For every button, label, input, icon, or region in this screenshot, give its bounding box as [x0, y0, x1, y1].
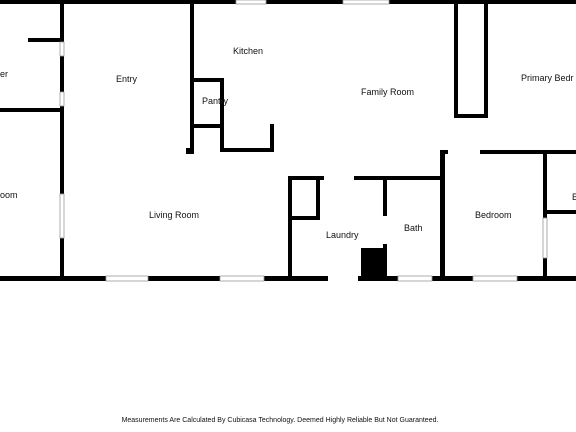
kitchen-label: Kitchen: [233, 46, 263, 56]
entry-left-window-2: [59, 91, 65, 107]
pantry-label: Pantry: [202, 96, 229, 106]
left-room-divider-wall: [0, 108, 62, 112]
water-heater-block: [361, 248, 387, 278]
primary-left-wall: [454, 0, 458, 118]
top-window-2: [342, 0, 390, 5]
entry-label: Entry: [116, 74, 138, 84]
disclaimer-text: Measurements Are Calculated By Cubicasa …: [122, 417, 439, 424]
hall-top-wall: [480, 150, 576, 154]
primary-right-wall: [484, 0, 488, 118]
primary-bottom-wall: [454, 114, 488, 118]
laundry-closet-wall: [288, 216, 318, 220]
laundry-top-wall-right: [354, 176, 444, 180]
right-partial-label: B: [572, 192, 576, 202]
bath-label: Bath: [404, 223, 423, 233]
entry-left-wall: [60, 0, 64, 281]
bedroom-right-wall: [543, 150, 547, 281]
laundry-left-wall: [288, 176, 292, 281]
bedroom-label: Bedroom: [475, 210, 512, 220]
laundry-label: Laundry: [326, 230, 359, 240]
kitchen-island-base: [220, 148, 274, 152]
left-closet-wall: [28, 38, 62, 42]
bath-door-opening: [383, 216, 387, 244]
kitchen-stub-wall: [186, 148, 194, 154]
entry-left-window-1: [59, 41, 65, 57]
kitchen-left-wall: [190, 0, 194, 152]
pantry-bottom-wall: [190, 124, 224, 128]
living-room-label: Living Room: [149, 210, 199, 220]
family-room-label: Family Room: [361, 87, 414, 97]
bottom-window-3: [397, 275, 433, 282]
right-closet-window: [542, 217, 548, 259]
right-closet-wall: [543, 210, 576, 214]
bath-left-wall: [383, 176, 387, 216]
left-partial-label-top: er: [0, 69, 8, 79]
pantry-top-wall: [190, 78, 224, 82]
top-window-1: [235, 0, 267, 5]
bottom-window-1: [105, 275, 149, 282]
bottom-window-2: [219, 275, 265, 282]
bath-hall-stub: [440, 150, 448, 154]
bottom-window-4: [472, 275, 518, 282]
laundry-door-opening: [328, 276, 358, 281]
laundry-top-wall-left: [288, 176, 324, 180]
pantry-right-wall: [220, 78, 224, 152]
primary-bedroom-label: Primary Bedr: [521, 73, 574, 83]
top-exterior-wall: [0, 0, 576, 4]
kitchen-island-side: [270, 124, 274, 152]
bath-right-wall: [440, 150, 445, 281]
laundry-closet-side: [316, 180, 320, 220]
entry-left-window-3: [59, 193, 65, 239]
left-partial-label-mid: oom: [0, 190, 18, 200]
